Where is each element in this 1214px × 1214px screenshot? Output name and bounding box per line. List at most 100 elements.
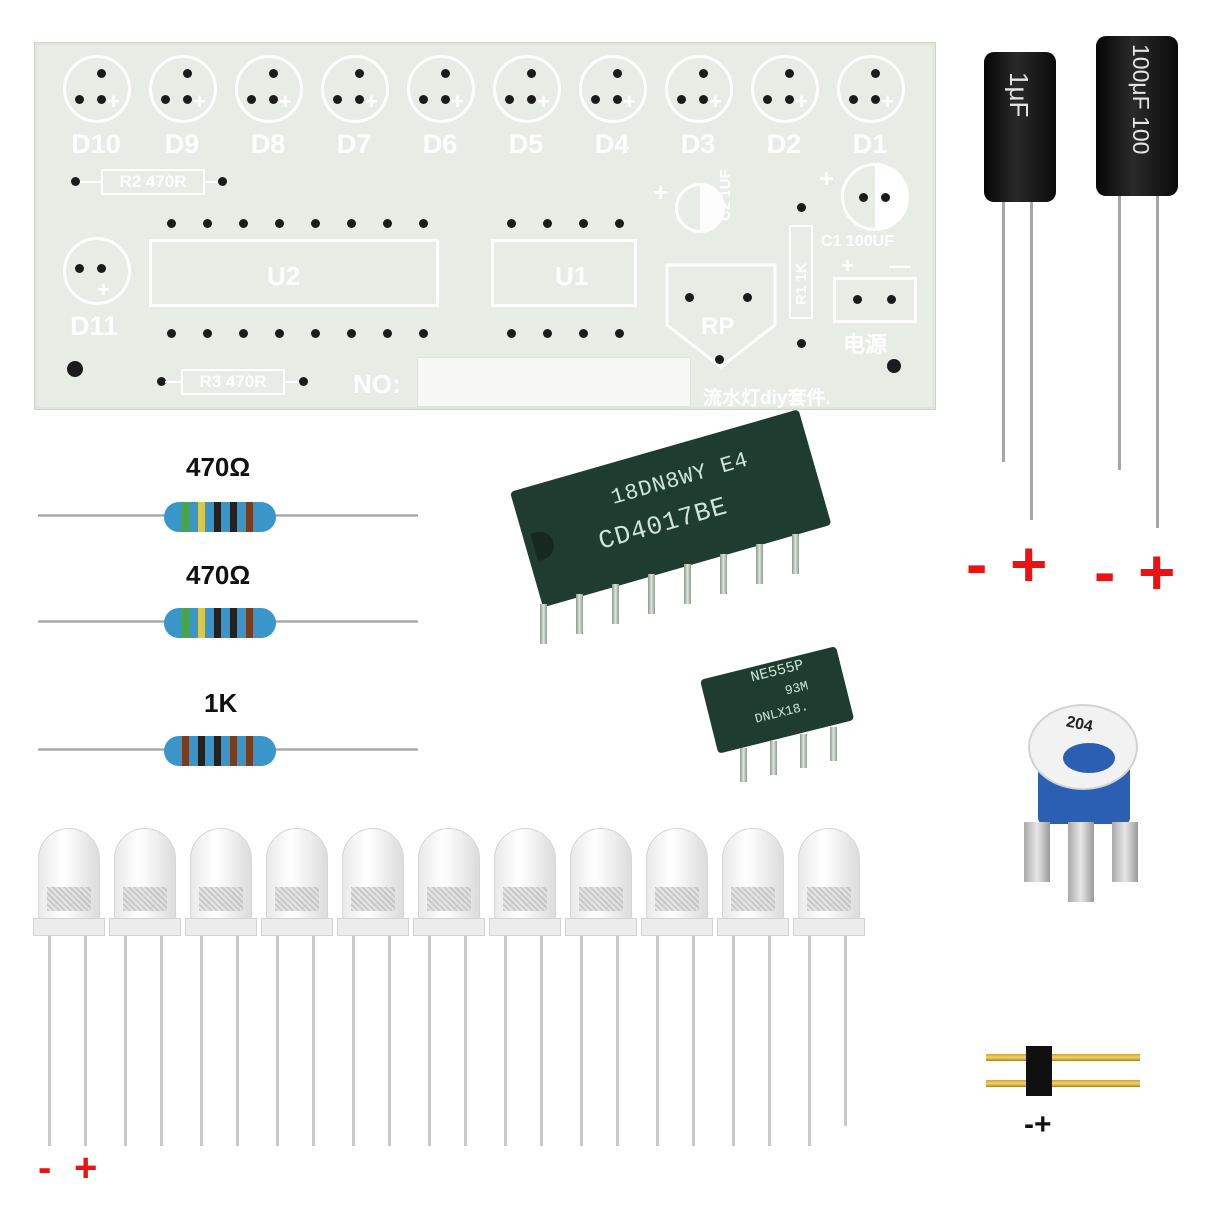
header-pin [986,1054,1140,1061]
trace-line [205,181,221,183]
led-leg [276,936,279,1146]
u1-footprint [491,239,637,307]
resistor-value-label: 470Ω [186,560,251,590]
led-leg [124,936,127,1146]
led-footprint [665,55,733,123]
pad [527,95,536,104]
resistor-body [164,502,276,532]
rp-footprint [665,263,777,369]
pad [419,219,428,228]
c1-footprint [841,163,909,231]
led-rim [261,918,333,936]
pad [167,219,176,228]
resistor-value-label: 1K [204,688,238,718]
ne555-marking-line2: 93M [783,678,810,699]
pad [269,69,278,78]
chip-pin [612,584,619,624]
color-band [182,502,189,532]
capacitor-leg [1118,196,1121,470]
pad [853,295,862,304]
capacitor-100uf-marking: 100μF 100 [1128,44,1154,155]
led-die [199,887,243,911]
u1-label: U1 [555,261,589,291]
pad [247,95,256,104]
led-rim [641,918,713,936]
pad [441,95,450,104]
pad [871,69,880,78]
pad [275,329,284,338]
pad [183,69,192,78]
power-plus: + [841,253,854,278]
plus-mark: + [107,89,120,114]
pot-knob[interactable]: 204 [1028,704,1138,790]
c2-footprint [675,183,725,233]
led-polarity-plus: + [74,1146,98,1190]
pad [203,219,212,228]
led-component [418,828,480,920]
led-leg [200,936,203,1146]
pot-pin [1024,822,1050,882]
led-footprint [407,55,475,123]
pad [383,329,392,338]
pad [97,69,106,78]
led-component [494,828,556,920]
power-label: 电源 [843,332,888,357]
pad [613,95,622,104]
pad [333,95,342,104]
led-component [38,828,100,920]
color-band [230,736,237,766]
color-band [198,736,205,766]
rp-label: RP [701,313,735,340]
pot-marking: 204 [1064,713,1095,736]
pad [161,95,170,104]
pad [685,293,694,302]
plus-mark: + [709,89,722,114]
led-polarity-minus: - [38,1146,52,1190]
pad [543,219,552,228]
power-minus: — [889,253,911,278]
pad [699,69,708,78]
pad [347,219,356,228]
pad [167,329,176,338]
resistor-body [164,736,276,766]
header-housing [1026,1046,1052,1096]
pad [785,95,794,104]
led-leg [160,936,163,1146]
led-footprint [63,55,131,123]
r3-footprint: R3 470R [181,369,285,395]
r1-label: R1 1K [793,262,810,305]
notch-icon [530,528,558,561]
led-leg [236,936,239,1146]
pad [419,329,428,338]
color-band [198,608,205,638]
led-die [807,887,851,911]
led-leg [732,936,735,1146]
led-component [646,828,708,920]
trace-line [285,381,303,383]
pad [797,203,806,212]
led-die [275,887,319,911]
led-leg [464,936,467,1146]
plus-mark: + [279,89,292,114]
led-label: D9 [164,129,200,159]
chip-pin [800,734,807,768]
pad [859,193,868,202]
led-footprint [149,55,217,123]
capacitor-100uf: 100μF 100 [1096,36,1178,196]
capacitor-1uf-marking: 1μF [1004,72,1034,118]
pad [203,329,212,338]
resistor-value-label: 470Ω [186,452,251,482]
pad [871,95,880,104]
led-leg [352,936,355,1146]
pot-slot-icon [1060,740,1118,776]
pad [311,219,320,228]
led-footprint-d11 [63,237,131,305]
trace-line [165,381,181,383]
pad [677,95,686,104]
pad [183,95,192,104]
led-label: D8 [250,129,286,159]
led-footprint [321,55,389,123]
pad [579,329,588,338]
pad [355,95,364,104]
led-leg [616,936,619,1146]
